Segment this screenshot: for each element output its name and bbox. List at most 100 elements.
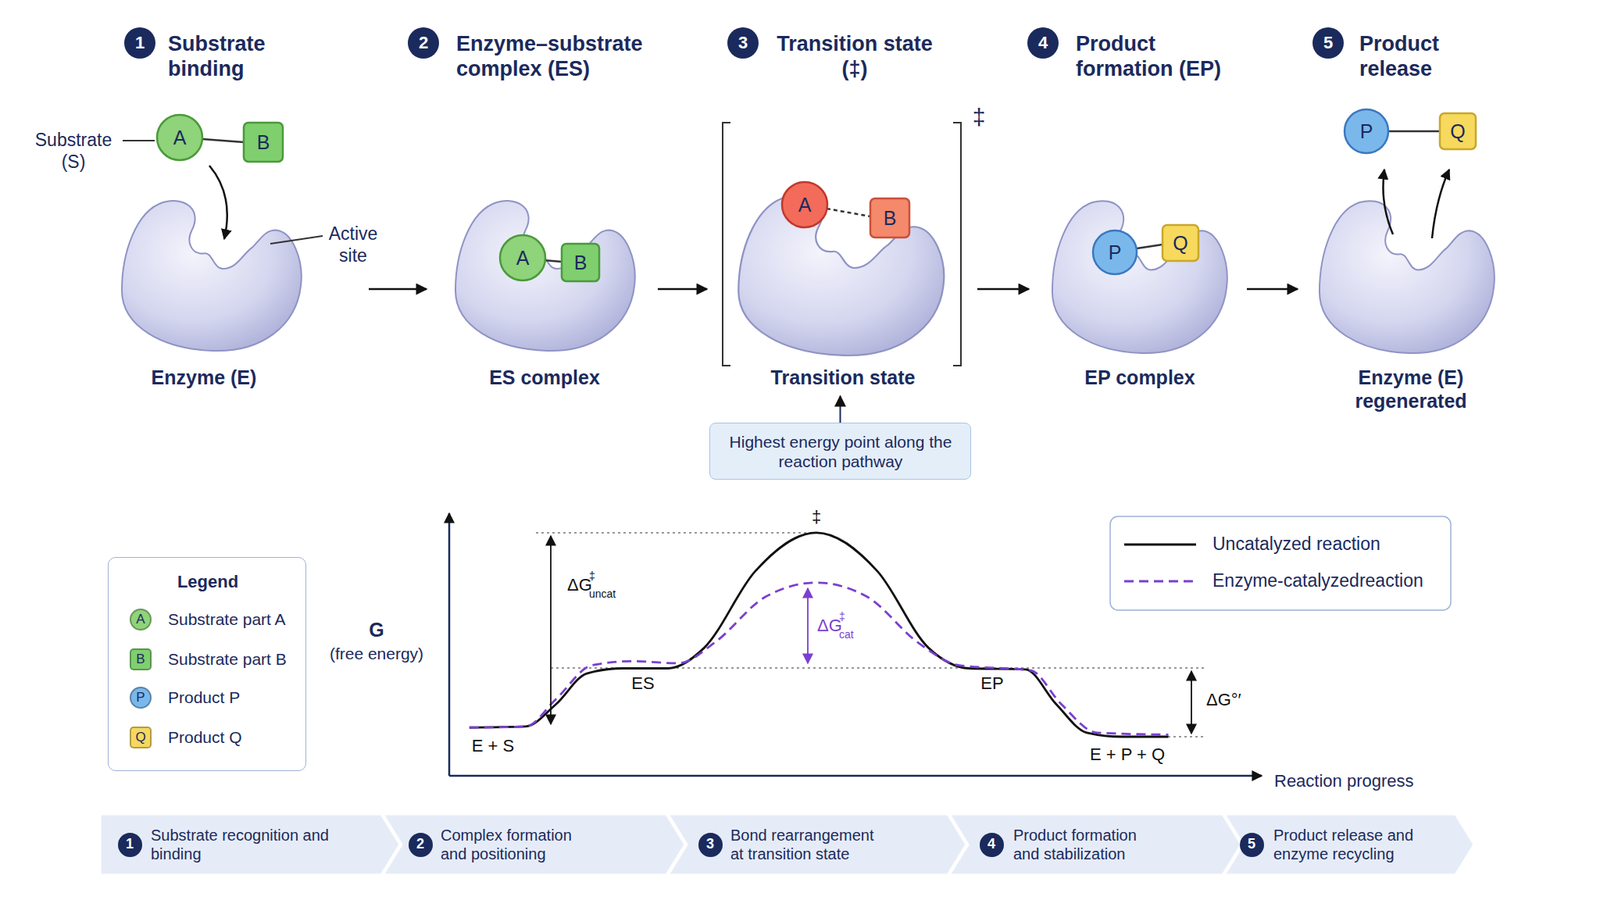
step-text: Product release and enzyme recycling	[1273, 825, 1430, 864]
product-p	[1092, 230, 1137, 275]
bracket	[953, 122, 961, 366]
callout-box: Highest energy point along the reaction …	[709, 422, 972, 480]
es-level-line	[550, 667, 1204, 669]
stage-label: Enzyme (E)	[117, 365, 290, 390]
substrate-part-a	[500, 235, 546, 281]
enzyme-shape	[453, 199, 638, 353]
legend-text: Product P	[167, 687, 240, 708]
legend-letter: P	[129, 689, 152, 706]
step-chevron: 1Substrate recognition and binding	[100, 814, 400, 875]
legend-letter: Q	[129, 729, 152, 746]
step-text: Product formation and stabilization	[1013, 825, 1162, 864]
molecule-letter: Q	[1442, 119, 1474, 143]
chevron-outline	[382, 814, 686, 875]
product-q	[1439, 113, 1476, 150]
leader-line	[122, 139, 155, 142]
bond-line	[202, 139, 244, 143]
bond-line	[1388, 130, 1440, 133]
step-text: Substrate recognition and binding	[150, 825, 329, 864]
activated-part-b	[870, 198, 910, 238]
state-label: E + S	[453, 735, 533, 757]
energy-axes	[449, 513, 1262, 776]
energy-symbol: ΔG	[817, 615, 843, 636]
step-text: Complex formation and positioning	[440, 825, 590, 864]
legend-line	[1124, 543, 1197, 547]
state-label: E + P + Q	[1072, 744, 1183, 765]
uncatalyzed-curve	[469, 532, 1169, 737]
axis-label: (free energy)	[310, 643, 443, 664]
flow-arrow	[368, 288, 427, 291]
release-arrow	[1382, 169, 1393, 235]
legend-letter: A	[129, 611, 152, 628]
legend-title: Legend	[129, 571, 286, 593]
step-number: 5	[1312, 27, 1344, 59]
energy-subscript: cat	[839, 628, 854, 642]
molecule-letter: B	[247, 130, 279, 154]
enzyme-shape	[736, 193, 947, 358]
stage-label: Transition state	[749, 365, 937, 390]
legend-text: Uncatalyzed reaction	[1212, 533, 1381, 556]
chevron-outline	[100, 814, 400, 875]
step-number: 5	[1239, 832, 1265, 858]
enzyme-stage: Enzyme (E) regenerated	[1299, 179, 1516, 415]
chevron-outline	[667, 814, 967, 875]
energy-superscript: ‡	[839, 610, 846, 624]
energy-subscript: uncat	[589, 587, 616, 601]
bond-line	[542, 260, 562, 262]
state-label: ES	[619, 673, 667, 694]
enzyme-outline	[1319, 200, 1495, 354]
molecule-letter: A	[507, 246, 539, 270]
substrate-part-b	[243, 122, 283, 162]
legend-line-sample	[1124, 576, 1197, 586]
step-number: 2	[408, 832, 433, 858]
line-legend-box	[1110, 516, 1451, 611]
molecule-letter: P	[1350, 119, 1383, 143]
stage-label: EP complex	[1053, 365, 1226, 390]
substrate-part-a	[157, 114, 203, 161]
enzyme-stage: Transition state	[708, 179, 976, 396]
stage-label: ES complex	[458, 365, 631, 390]
bond-line	[1136, 244, 1163, 249]
legend-text: Substrate part B	[167, 649, 287, 669]
enzyme-stage: EP complex	[1030, 179, 1246, 399]
step-number: 3	[727, 27, 759, 59]
final-level-line	[1167, 735, 1204, 738]
bracket	[722, 122, 731, 366]
step-title: Enzyme–substrate complex (ES)	[456, 31, 691, 83]
legend-letter: B	[129, 651, 152, 668]
enzyme-stage: ES complex	[428, 179, 657, 399]
peak-level-line	[535, 532, 817, 534]
legend-line	[1124, 580, 1197, 583]
double-dagger: ‡	[963, 103, 995, 132]
legend-line-sample	[1124, 539, 1197, 550]
step-number: 2	[407, 27, 440, 59]
molecule-letter: B	[874, 206, 906, 230]
enzyme-outline	[738, 195, 944, 356]
state-label: EP	[968, 673, 1016, 694]
double-dagger: ‡	[804, 507, 829, 528]
chevron-shape	[100, 814, 400, 875]
leader-line	[270, 235, 323, 244]
x-axis	[449, 775, 1262, 778]
activated-part-a	[782, 182, 828, 228]
energy-superscript: ‡	[589, 569, 596, 583]
enzyme-outline	[121, 200, 302, 351]
binding-arrow	[209, 165, 228, 240]
enzyme-stage: Enzyme (E)	[109, 179, 368, 399]
step-chevron: 2 Complex formation and positioning	[382, 814, 686, 875]
flow-arrow	[1246, 288, 1298, 291]
step-chevron: 3 Bond rearrangement at transition state	[667, 814, 967, 875]
enzyme-outline	[1052, 200, 1228, 354]
y-axis	[448, 513, 451, 776]
legend-text: Product Q	[167, 727, 243, 747]
flow-arrow	[657, 288, 708, 291]
step-title: Substrate binding	[167, 31, 301, 83]
catalyzed-curve	[469, 582, 1169, 736]
step-number: 3	[698, 832, 723, 858]
reference-lines	[535, 532, 1204, 737]
stage-label: Enzyme (E) regenerated	[1340, 365, 1482, 413]
legend-text: Enzyme-catalyzedreaction	[1212, 570, 1424, 593]
step-text: Bond rearrangement at transition state	[730, 825, 891, 864]
